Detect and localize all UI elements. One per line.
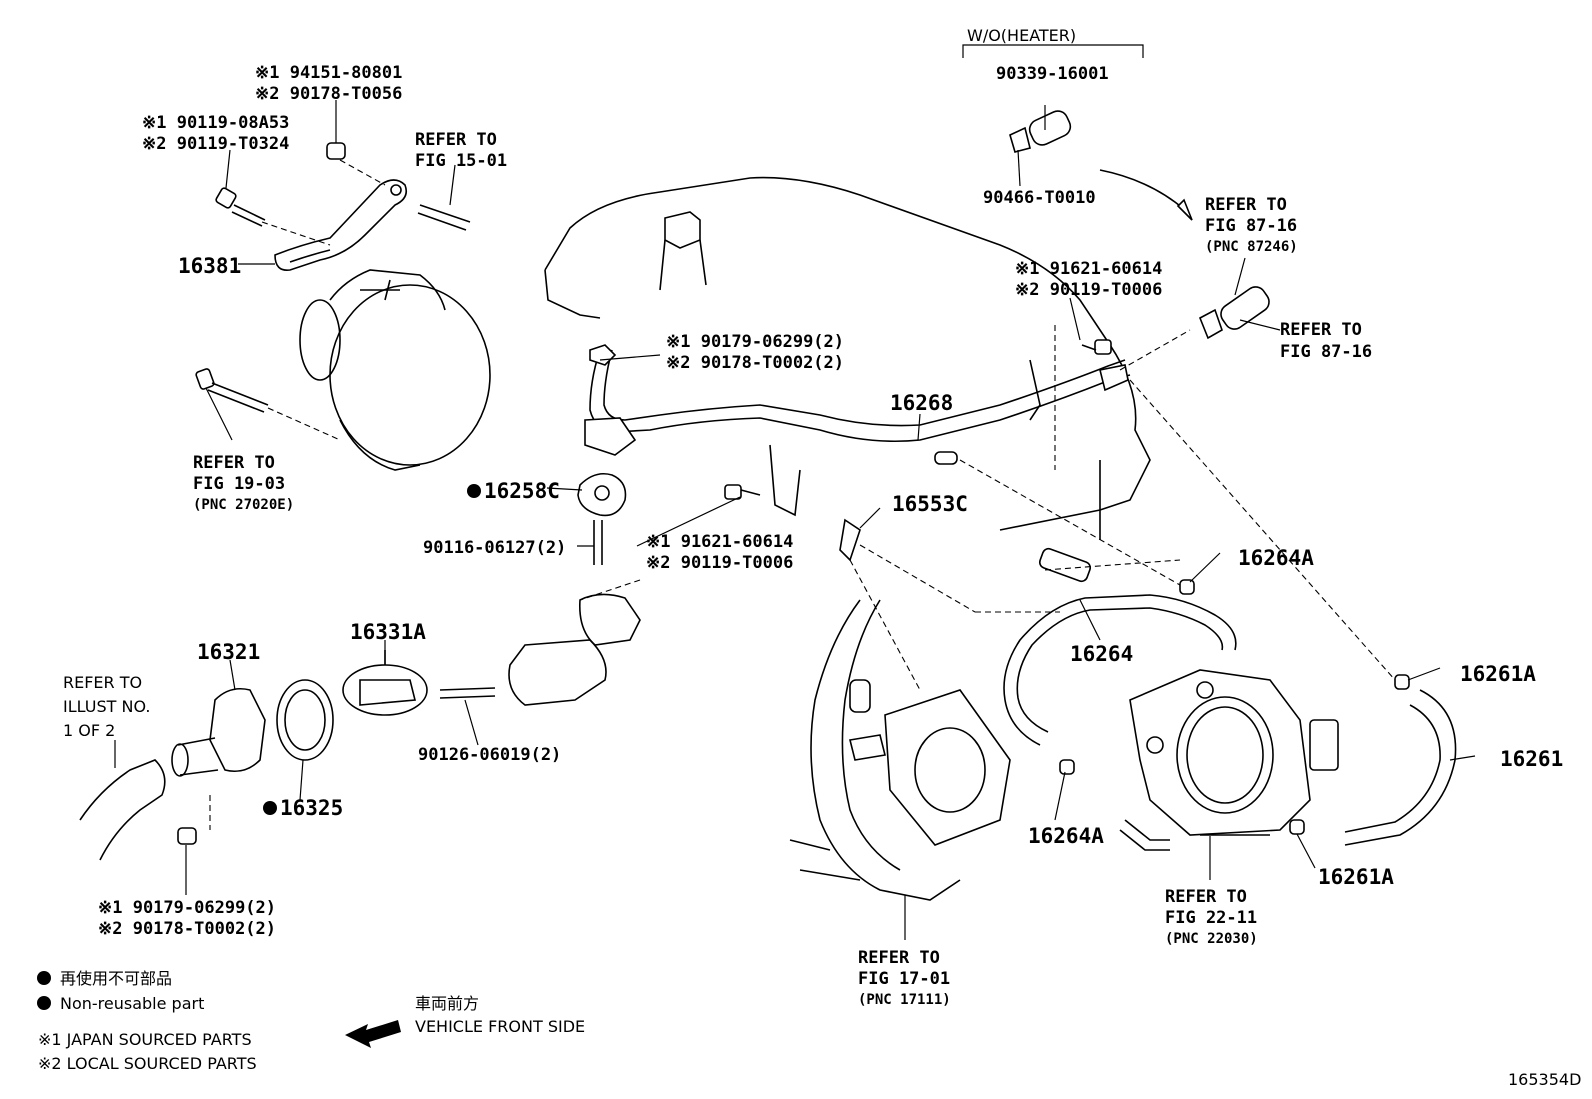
bolt-center-japan[interactable]: ※1 91621-60614: [646, 532, 793, 552]
refer-labels: REFER TO FIG 15-01 REFER TO FIG 87-16 (P…: [63, 130, 1372, 1008]
throttle-body-drawing: [1129, 669, 1339, 836]
refer-fig-15-01-line2[interactable]: FIG 15-01: [415, 151, 507, 171]
non-reusable-dot-16258c: [467, 484, 481, 498]
refer-fig-22-11-line1[interactable]: REFER TO: [1165, 887, 1247, 907]
nut-top-japan[interactable]: ※1 94151-80801: [255, 63, 402, 83]
refer-fig-17-01-pnc: (PNC 17111): [858, 992, 951, 1008]
nut-low-japan[interactable]: ※1 90179-06299(2): [98, 898, 276, 918]
part-16381[interactable]: 16381: [178, 254, 241, 278]
heater-labels: W/O(HEATER) 90339-16001 90466-T0010: [967, 26, 1109, 208]
part-16268[interactable]: 16268: [890, 391, 953, 415]
gasket-16258c-drawing: [577, 472, 627, 565]
legend: 再使用不可部品 Non-reusable part ※1 JAPAN SOURC…: [37, 969, 1581, 1089]
part-16261a-top[interactable]: 16261A: [1460, 662, 1536, 686]
front-arrow-icon: [345, 1020, 401, 1048]
refer-fig-17-01-line2[interactable]: FIG 17-01: [858, 969, 950, 989]
dashed-lines: [209, 159, 1396, 830]
nut-top-local[interactable]: ※2 90178-T0056: [255, 84, 402, 104]
legend-nonreuse-jp: 再使用不可部品: [60, 969, 172, 988]
legend-nonreuse-en: Non-reusable part: [60, 994, 204, 1013]
refer-fig-19-03-pnc: (PNC 27020E): [193, 497, 294, 513]
part-16261[interactable]: 16261: [1500, 747, 1563, 771]
engine-cover-drawing: [544, 176, 1151, 540]
engine-bolts-drawing: [589, 339, 1112, 562]
water-outlet-drawing: [439, 593, 641, 706]
part-90339-16001: 90339-16001: [996, 64, 1109, 84]
refer-fig-15-01-line1[interactable]: REFER TO: [415, 130, 497, 150]
part-16325[interactable]: 16325: [280, 796, 343, 820]
bolts-top-drawing: [195, 142, 471, 413]
part-90126-06019[interactable]: 90126-06019(2): [418, 745, 561, 765]
bolt-left-japan[interactable]: ※1 90119-08A53: [142, 113, 289, 133]
refer-fig-87-16-a-line1[interactable]: REFER TO: [1205, 195, 1287, 215]
bolt-right-local[interactable]: ※2 90119-T0006: [1015, 280, 1162, 300]
legend-dot-jp: [37, 971, 51, 985]
front-side-jp: 車両前方: [415, 994, 479, 1013]
water-pipe-16268-drawing: [584, 349, 1131, 517]
part-number-labels: 16381 16268 16258C 16553C 16264A 16264 1…: [178, 254, 1563, 889]
refer-fig-87-16-a-pnc: (PNC 87246): [1205, 239, 1298, 255]
legend-note-japan: ※1 JAPAN SOURCED PARTS: [38, 1030, 252, 1049]
legend-note-local: ※2 LOCAL SOURCED PARTS: [38, 1054, 257, 1073]
refer-fig-19-03-line2[interactable]: FIG 19-03: [193, 474, 285, 494]
water-inlet-16321-drawing: [79, 687, 266, 861]
legend-dot-en: [37, 996, 51, 1010]
refer-illust-line1[interactable]: REFER TO: [63, 673, 142, 692]
hoses-16264-drawing: [1003, 547, 1237, 851]
leader-lines: [114, 44, 1476, 940]
refer-fig-87-16-a-line2[interactable]: FIG 87-16: [1205, 216, 1297, 236]
part-90116-06127[interactable]: 90116-06127(2): [423, 538, 566, 558]
non-reusable-dot-16325: [263, 801, 277, 815]
refer-fig-22-11-pnc: (PNC 22030): [1165, 931, 1258, 947]
nut-mid-japan[interactable]: ※1 90179-06299(2): [666, 332, 844, 352]
part-90466-t0010: 90466-T0010: [983, 188, 1096, 208]
intake-manifold-drawing: [789, 599, 1011, 901]
part-16264[interactable]: 16264: [1070, 642, 1133, 666]
refer-illust-line2[interactable]: ILLUST NO.: [63, 697, 150, 716]
part-16264a-top[interactable]: 16264A: [1238, 546, 1314, 570]
front-side-en: VEHICLE FRONT SIDE: [415, 1017, 585, 1036]
figure-id: 165354D: [1508, 1070, 1581, 1089]
alternator-drawing: [299, 269, 491, 471]
bolt-right-japan[interactable]: ※1 91621-60614: [1015, 259, 1162, 279]
dual-source-labels: ※1 94151-80801 ※2 90178-T0056 ※1 90119-0…: [98, 63, 1162, 939]
part-16331a[interactable]: 16331A: [350, 620, 426, 644]
refer-fig-22-11-line2[interactable]: FIG 22-11: [1165, 908, 1257, 928]
hose-16261-drawing: [1289, 674, 1457, 846]
bolt-center-local[interactable]: ※2 90119-T0006: [646, 553, 793, 573]
bolt-left-local[interactable]: ※2 90119-T0324: [142, 134, 289, 154]
part-16261a-bottom[interactable]: 16261A: [1318, 865, 1394, 889]
part-16321[interactable]: 16321: [197, 640, 260, 664]
thermostat-drawing: [276, 650, 428, 761]
part-16264a-bottom[interactable]: 16264A: [1028, 824, 1104, 848]
refer-fig-19-03-line1[interactable]: REFER TO: [193, 453, 275, 473]
nut-mid-local[interactable]: ※2 90178-T0002(2): [666, 353, 844, 373]
part-16258c[interactable]: 16258C: [484, 479, 560, 503]
nut-low-local[interactable]: ※2 90178-T0002(2): [98, 919, 276, 939]
heater-group-title: W/O(HEATER): [967, 26, 1076, 45]
heater-hose-drawing: [1009, 110, 1270, 340]
refer-fig-17-01-line1[interactable]: REFER TO: [858, 948, 940, 968]
refer-fig-87-16-b-line2[interactable]: FIG 87-16: [1280, 342, 1372, 362]
bracket-16381-drawing: [274, 179, 408, 272]
refer-fig-87-16-b-line1[interactable]: REFER TO: [1280, 320, 1362, 340]
refer-illust-line3[interactable]: 1 OF 2: [63, 721, 115, 740]
part-16553c[interactable]: 16553C: [892, 492, 968, 516]
